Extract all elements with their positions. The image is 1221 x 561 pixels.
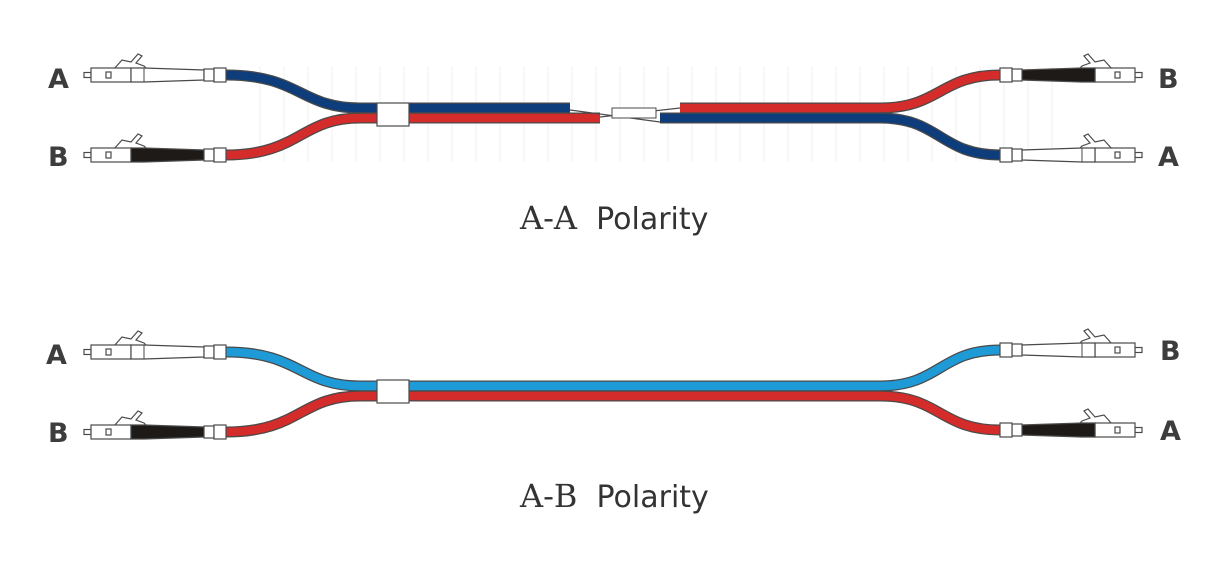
ab-right-bottom-connector-boot [1021,422,1096,438]
aa-right-top-connector-crimp-a [1011,68,1023,82]
aa-right-bottom-cable-outline [660,112,1001,161]
ab-left-top-connector-crimp-a [203,345,215,359]
ab-top-cable [225,345,1001,391]
aa-right-bottom-cable [660,113,1001,160]
ab-caption-word: Polarity [597,480,709,515]
aa-left-top-connector-boot [130,67,205,83]
aa-right-top-connector-boot [1021,67,1096,83]
aa-splitter-sleeve [376,102,410,127]
aa-right-top-cable [680,70,1001,113]
aa-left-bottom-connector-ferrule [83,151,92,159]
ab-left-bottom-connector-crimp-b [213,424,227,440]
ab-caption: A-B Polarity [519,477,709,515]
aa-left-top-connector-window [105,71,112,79]
aa-left-bottom-connector-crimp-b [213,147,227,163]
aa-caption-code: A-A [519,199,578,237]
ab-left-top-connector-boot [130,344,205,360]
ab-right-top-connector-boot [1021,342,1096,358]
ab-left-bottom-connector-boot [130,424,205,440]
ab-left-bottom-connector-crimp-a [203,425,215,439]
ab-left-top-connector-crimp-b [213,344,227,360]
aa-right-bottom-connector-crimp-a [1011,148,1023,162]
ab-right-bottom-connector-latch [1078,408,1113,425]
ab-right-top-connector-crimp-a [1011,343,1023,357]
aa-left-bottom-cable-outline [225,112,600,161]
aa-right-bottom-connector-latch [1078,133,1113,150]
ab-left-top-connector [83,330,227,360]
aa-left-top-connector-crimp-b [213,67,227,83]
ab-polarity-diagram: A B B A A-B Polarity [46,328,1181,515]
aa-left-top-connector-latch [113,53,148,70]
aa-right-top-connector-ferrule [1134,71,1143,79]
ab-cable-group [225,344,1001,438]
aa-left-bottom-connector [83,133,227,163]
ab-right-bottom-connector-crimp-a [1011,423,1023,437]
ab-right-top-connector-ferrule [1134,346,1143,354]
ab-left-top-label: A [46,340,67,371]
ab-left-bottom-connector-ferrule [83,428,92,436]
ab-bottom-cable [225,391,1001,437]
ab-left-bottom-connector-window [105,428,112,436]
aa-left-top-label: A [48,64,69,95]
ab-right-bottom-connector [999,408,1143,438]
aa-left-bottom-connector-window [105,151,112,159]
aa-polarity-diagram: A B B A A-A Polarity [48,53,1179,237]
aa-caption: A-A Polarity [519,199,708,237]
aa-right-bottom-connector-crimp-b [999,147,1013,163]
aa-left-bottom-label: B [48,142,69,173]
ab-left-top-connector-window [105,348,112,356]
ab-left-bottom-label: B [48,418,69,449]
aa-left-bottom-connector-boot [130,147,205,163]
aa-right-bottom-label: A [1158,142,1179,173]
aa-left-top-connector-ferrule [83,71,92,79]
ab-right-bottom-connector-window [1114,426,1121,434]
aa-right-bottom-connector-boot [1021,147,1096,163]
aa-cable-group [225,66,1053,162]
ab-left-bottom-connector [83,410,227,440]
aa-connector-group [83,53,1143,163]
aa-right-top-connector-crimp-b [999,67,1013,83]
aa-caption-word: Polarity [596,202,708,237]
ab-connector-group [83,328,1143,440]
aa-right-top-connector [999,53,1143,83]
aa-left-bottom-connector-latch [113,133,148,150]
ab-right-top-label: B [1160,336,1181,367]
aa-left-bottom-connector-crimp-a [203,148,215,162]
aa-right-top-connector-latch [1078,53,1113,70]
aa-right-bottom-connector-ferrule [1134,151,1143,159]
aa-left-bottom-cable [225,113,600,160]
aa-right-top-connector-window [1114,71,1121,79]
ab-left-top-connector-ferrule [83,348,92,356]
aa-left-top-cable [225,70,570,113]
ab-right-bottom-connector-crimp-b [999,422,1013,438]
aa-right-top-cable-outline [680,69,1001,114]
ab-right-top-connector-latch [1078,328,1113,345]
ab-left-bottom-connector-latch [113,410,148,427]
aa-left-top-connector [83,53,227,83]
aa-left-top-connector-crimp-a [203,68,215,82]
ab-right-top-connector-window [1114,346,1121,354]
ab-caption-code: A-B [519,477,577,515]
ab-right-top-connector-crimp-b [999,342,1013,358]
ab-right-bottom-connector-ferrule [1134,426,1143,434]
aa-cross-gap [611,107,657,119]
ab-right-bottom-label: A [1160,416,1181,447]
ab-left-top-connector-latch [113,330,148,347]
aa-right-bottom-connector [999,133,1143,163]
aa-right-top-label: B [1158,64,1179,95]
ab-splitter-sleeve [376,379,410,404]
aa-right-bottom-connector-window [1114,151,1121,159]
ab-right-top-connector [999,328,1143,358]
